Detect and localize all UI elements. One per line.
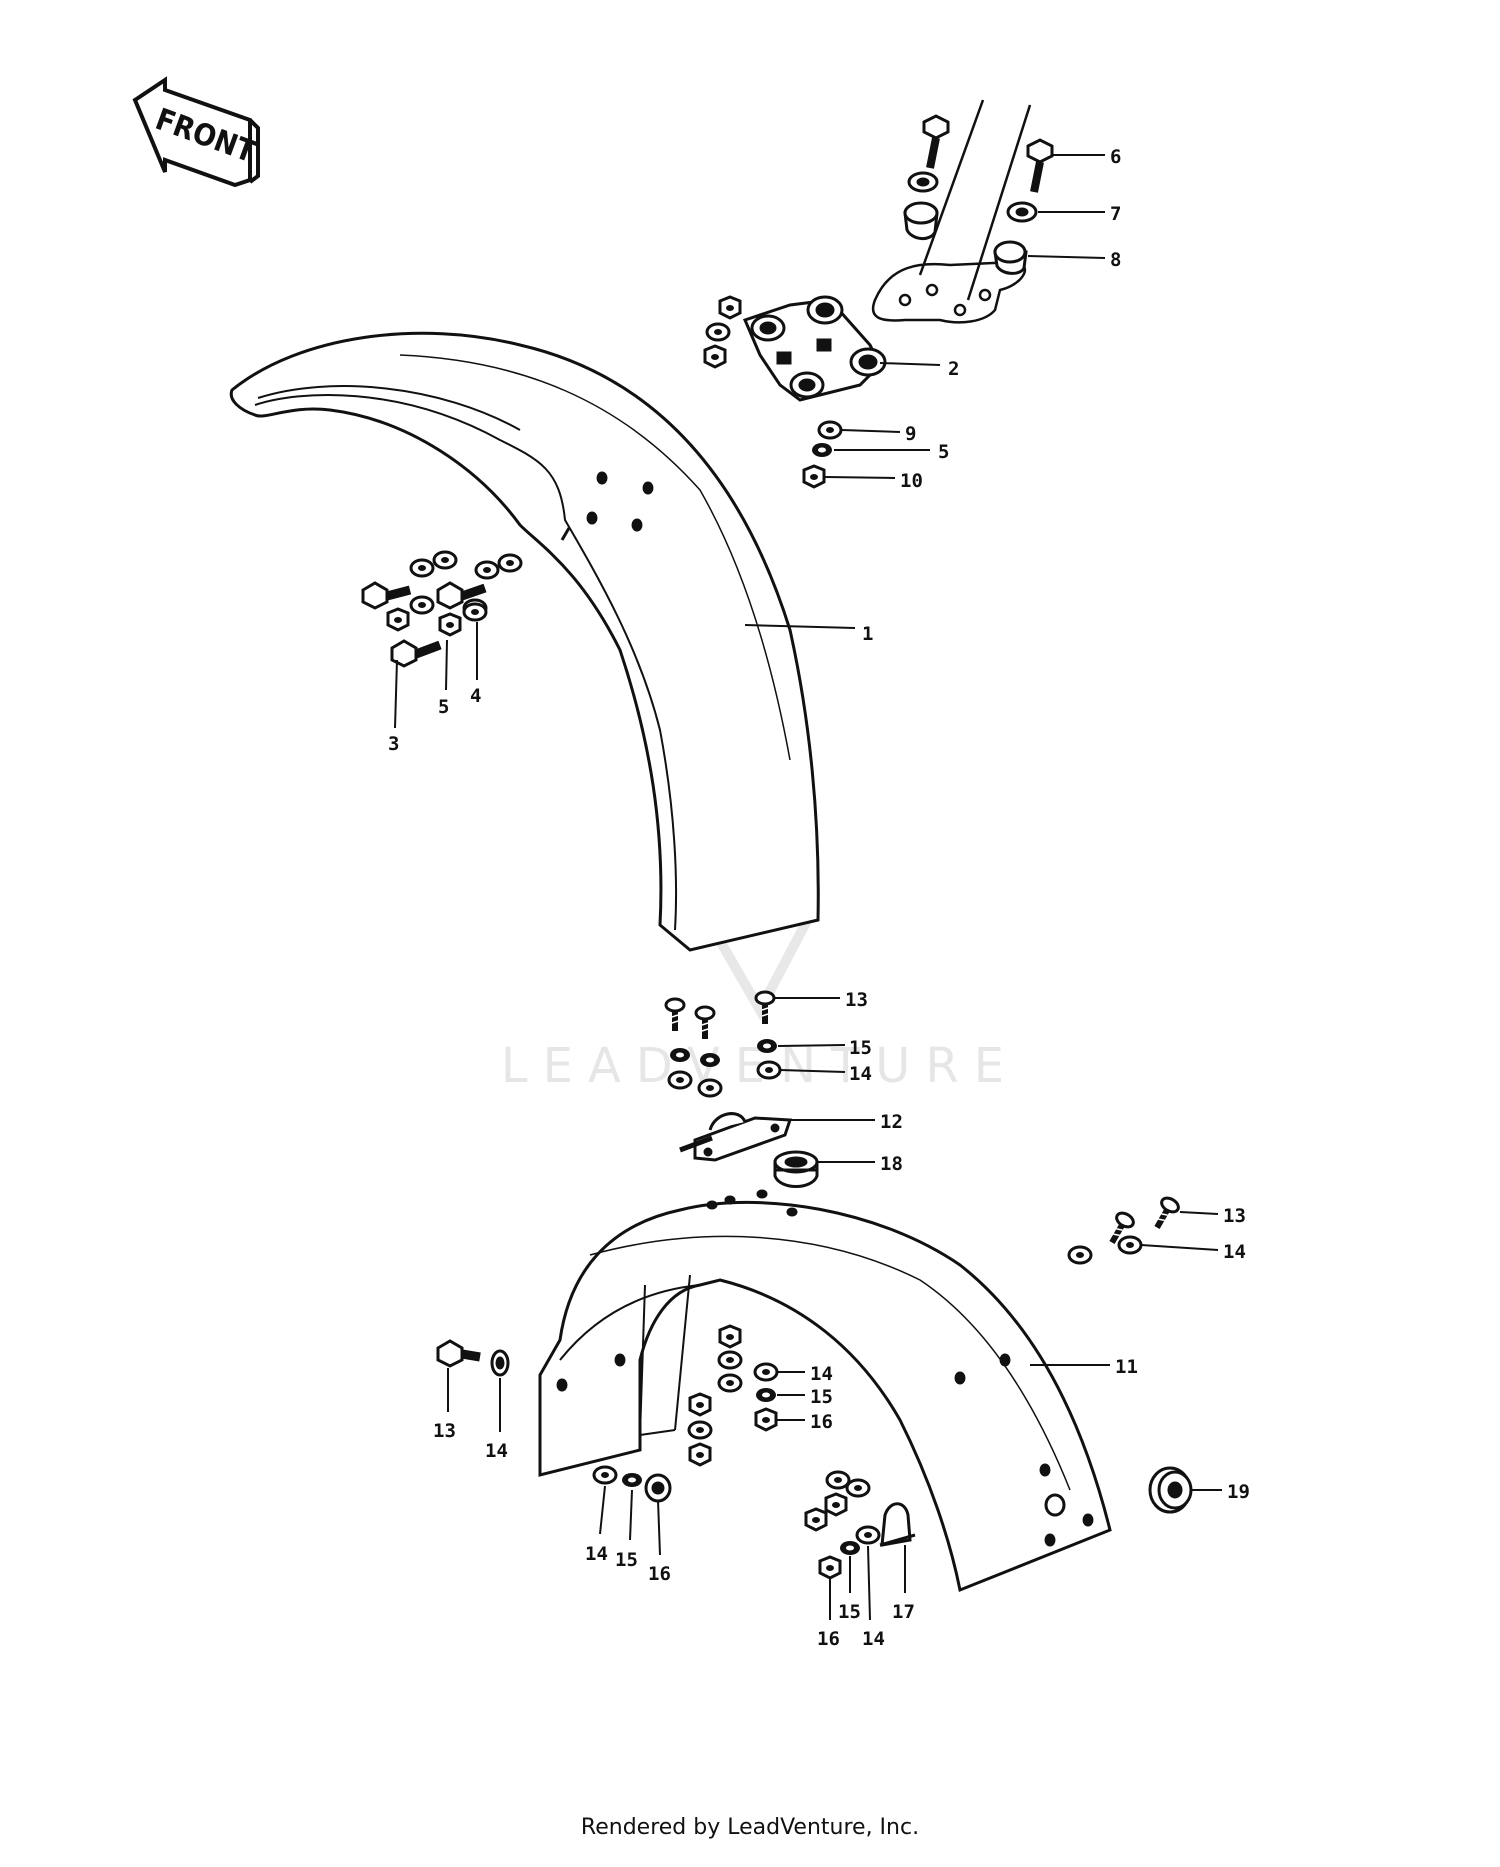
callout-15: 15 bbox=[838, 1601, 861, 1623]
rubber-grommet bbox=[1148, 1466, 1193, 1514]
hex-nut bbox=[688, 1442, 712, 1467]
flat-washer bbox=[845, 1478, 871, 1498]
fender-bolt bbox=[390, 639, 442, 668]
front-fender bbox=[229, 331, 820, 952]
fender-bolt bbox=[436, 1339, 481, 1368]
callout-15: 15 bbox=[810, 1386, 833, 1408]
callout-4: 4 bbox=[470, 685, 481, 707]
flat-washer bbox=[432, 550, 458, 570]
flat-washer bbox=[667, 1070, 693, 1090]
bracket-nut bbox=[703, 344, 727, 369]
callout-16: 16 bbox=[810, 1411, 833, 1433]
rear-fender bbox=[538, 1189, 1112, 1593]
callout-15: 15 bbox=[615, 1549, 638, 1571]
grommet bbox=[773, 1150, 819, 1188]
callout-16: 16 bbox=[648, 1563, 671, 1585]
callout-1: 1 bbox=[862, 623, 873, 645]
lock-washer bbox=[812, 443, 832, 457]
hex-nut bbox=[718, 1324, 742, 1349]
flat-washer bbox=[687, 1420, 713, 1440]
hex-nut bbox=[802, 464, 826, 489]
callout-3: 3 bbox=[388, 733, 399, 755]
callout-14: 14 bbox=[810, 1363, 833, 1385]
callout-13: 13 bbox=[845, 989, 868, 1011]
flat-washer bbox=[697, 1078, 723, 1098]
callout-5: 5 bbox=[438, 696, 449, 718]
callout-12: 12 bbox=[880, 1111, 903, 1133]
hex-nut bbox=[818, 1555, 842, 1580]
lock-washer bbox=[756, 1388, 776, 1402]
fender-bolt bbox=[436, 581, 487, 610]
bushing-left bbox=[903, 171, 939, 240]
callout-6: 6 bbox=[1110, 146, 1121, 168]
flat-washer bbox=[817, 420, 843, 440]
lock-washer bbox=[840, 1541, 860, 1555]
lock-washer bbox=[622, 1473, 642, 1487]
callout-13: 13 bbox=[1223, 1205, 1246, 1227]
front-arrow-icon: FRONT bbox=[132, 76, 260, 188]
fender-bolt bbox=[361, 581, 412, 610]
flat-washer bbox=[462, 602, 488, 622]
callout-10: 10 bbox=[900, 470, 923, 492]
flat-washer bbox=[474, 560, 500, 580]
callout-14: 14 bbox=[862, 1628, 885, 1650]
flat-washer bbox=[717, 1350, 743, 1370]
bracket-washer bbox=[705, 322, 731, 342]
hex-nut bbox=[824, 1492, 848, 1517]
callout-7: 7 bbox=[1110, 203, 1121, 225]
flat-washer bbox=[409, 558, 435, 578]
leader-lines bbox=[394, 154, 1222, 1621]
lock-washer bbox=[386, 607, 410, 632]
hex-nut bbox=[688, 1392, 712, 1417]
hex-nut bbox=[754, 1407, 778, 1432]
cable-clamp bbox=[679, 1112, 793, 1162]
callout-8: 8 bbox=[1110, 249, 1121, 271]
flat-washer bbox=[497, 553, 523, 573]
flat-washer bbox=[717, 1373, 743, 1393]
cap-nut bbox=[644, 1473, 672, 1503]
wire-clip bbox=[879, 1502, 916, 1547]
lock-washer bbox=[670, 1048, 690, 1062]
footer-credit: Rendered by LeadVenture, Inc. bbox=[580, 1815, 920, 1840]
callout-11: 11 bbox=[1115, 1356, 1138, 1378]
screw bbox=[1149, 1195, 1181, 1232]
bracket-nut bbox=[718, 295, 742, 320]
callout-labels: 1 2 3 4 5 5 6 7 8 9 10 11 12 13 13 13 14… bbox=[388, 146, 1250, 1650]
flat-washer bbox=[592, 1465, 618, 1485]
callout-19: 19 bbox=[1227, 1481, 1250, 1503]
callout-13: 13 bbox=[433, 1420, 456, 1442]
callout-14: 14 bbox=[1223, 1241, 1246, 1263]
flat-washer-tall bbox=[490, 1349, 510, 1377]
flat-washer bbox=[409, 595, 435, 615]
bracket-bolt-right bbox=[1026, 138, 1054, 193]
callout-5: 5 bbox=[938, 441, 949, 463]
flat-washer bbox=[855, 1525, 881, 1545]
callout-14: 14 bbox=[585, 1543, 608, 1565]
callout-16: 16 bbox=[817, 1628, 840, 1650]
flat-washer bbox=[753, 1362, 779, 1382]
flat-washer bbox=[825, 1470, 851, 1490]
callout-17: 17 bbox=[892, 1601, 915, 1623]
callout-18: 18 bbox=[880, 1153, 903, 1175]
bracket-bolt-left bbox=[922, 114, 950, 169]
hex-nut bbox=[804, 1507, 828, 1532]
lock-washer bbox=[438, 612, 462, 637]
screw bbox=[666, 999, 684, 1031]
flat-washer bbox=[756, 1060, 782, 1080]
fork-tube bbox=[871, 99, 1032, 324]
callout-2: 2 bbox=[948, 358, 959, 380]
callout-14: 14 bbox=[485, 1440, 508, 1462]
lock-washer bbox=[700, 1053, 720, 1067]
callout-14: 14 bbox=[849, 1063, 872, 1085]
flat-washer bbox=[1117, 1235, 1143, 1255]
watermark-brand: LEADVENTURE bbox=[501, 1038, 1019, 1094]
flat-washer bbox=[1067, 1245, 1093, 1265]
lock-washer bbox=[757, 1039, 777, 1053]
screw bbox=[696, 1007, 714, 1039]
callout-15: 15 bbox=[849, 1037, 872, 1059]
fender-bracket bbox=[742, 295, 887, 402]
callout-9: 9 bbox=[905, 423, 916, 445]
bushing-right bbox=[993, 201, 1038, 275]
